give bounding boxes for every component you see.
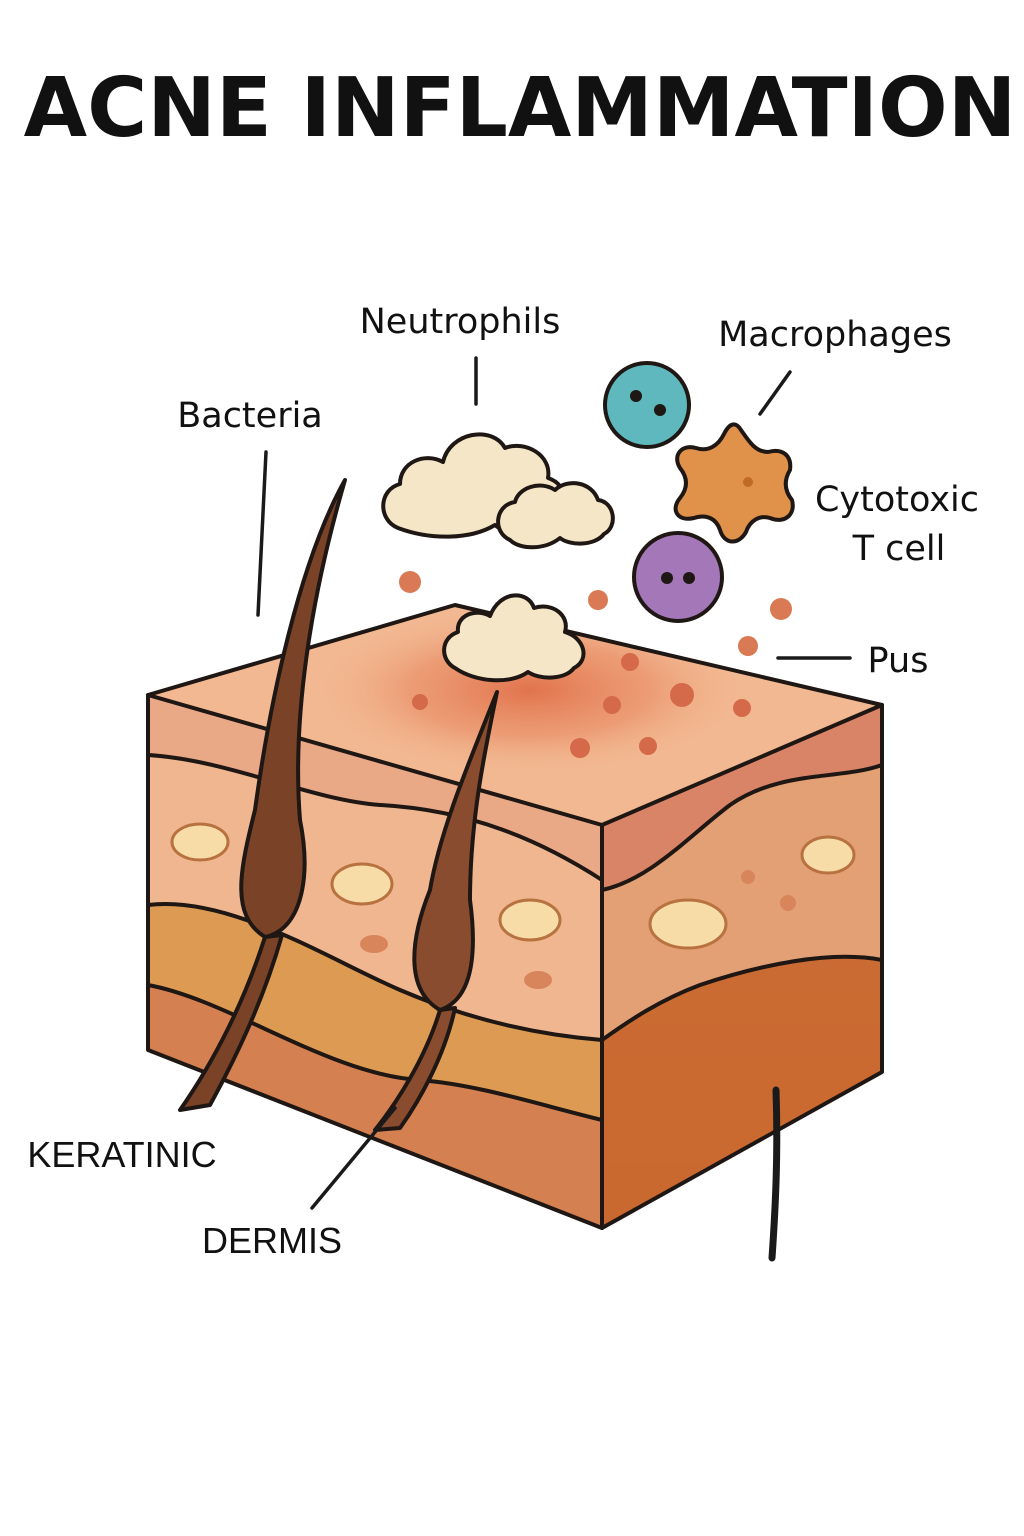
label-cytotoxic-line2: T cell: [852, 529, 946, 569]
neutrophil-cloud-icon: [381, 432, 615, 683]
macrophage-cell-icon: [603, 361, 691, 449]
right-deep-band: [602, 956, 882, 1228]
upper-epidermis-layer: [148, 695, 602, 880]
pus-droplet-icon: [399, 571, 792, 656]
label-bacteria: Bacteria: [177, 396, 323, 436]
cytotoxic-star-icon: [673, 422, 795, 544]
label-macrophages: Macrophages: [718, 315, 952, 355]
label-keratinic: KERATINIC: [27, 1134, 216, 1175]
surface-spots: [412, 653, 751, 758]
label-dermis: DERMIS: [202, 1220, 342, 1261]
t-cell-icon: [632, 531, 724, 623]
sebaceous-glands: [170, 822, 856, 950]
skin-block: [146, 478, 884, 1230]
label-cytotoxic-line1: Cytotoxic: [815, 480, 979, 520]
right-mid-band: [602, 765, 882, 1040]
label-pus: Pus: [868, 641, 929, 681]
leader-lines: [256, 356, 852, 1262]
deep-anchor-line: [768, 1086, 781, 1262]
dermis-dots: [360, 870, 796, 989]
page-title: ACNE INFLAMMATION: [24, 61, 1017, 156]
label-neutrophils: Neutrophils: [360, 302, 561, 342]
hair-follicle-icon: [373, 690, 499, 1132]
hair-follicle-icon: [178, 478, 347, 1112]
